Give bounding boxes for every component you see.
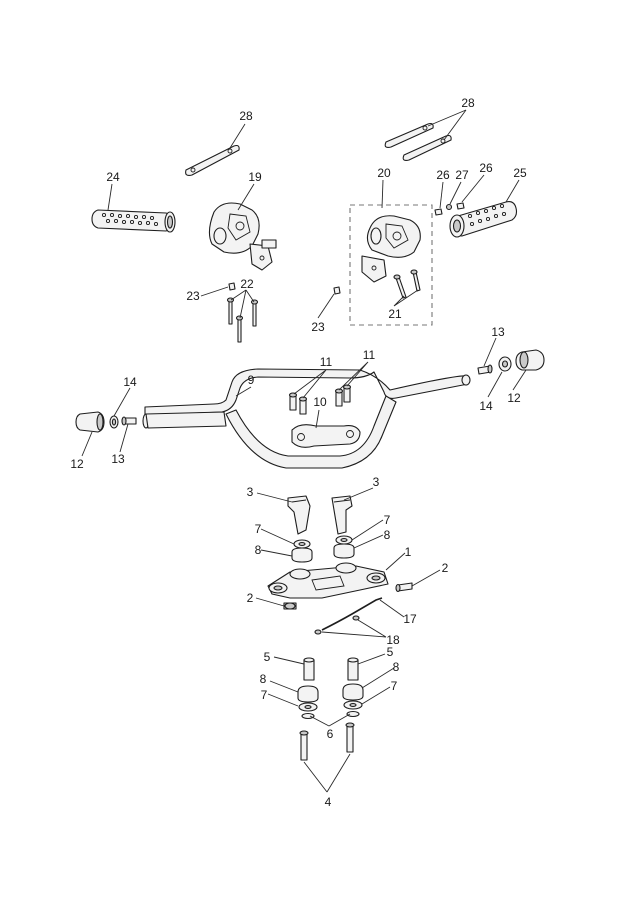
part-10-clamp-bracket (291, 424, 361, 448)
part-28-straps-right (384, 122, 452, 161)
callout-2: 2 (247, 591, 254, 605)
callout-13: 13 (111, 452, 125, 466)
part-13-bolt-right (477, 364, 493, 375)
part-12-bar-end-left (75, 411, 105, 433)
part-28-strap-left (185, 144, 240, 176)
callout-8: 8 (260, 672, 267, 686)
callout-28: 28 (239, 109, 253, 123)
part-20-right-switch-housing (361, 215, 421, 283)
part-12-bar-end-right (515, 349, 545, 371)
callout-22: 22 (240, 277, 254, 291)
callout-26: 26 (479, 161, 493, 175)
callout-7: 7 (261, 688, 268, 702)
part-25-right-grip (449, 201, 518, 238)
callout-12: 12 (70, 457, 84, 471)
part-3-risers (287, 495, 353, 535)
callout-24: 24 (106, 170, 120, 184)
callout-8: 8 (393, 660, 400, 674)
callout-18: 18 (386, 633, 400, 647)
callout-9: 9 (248, 373, 255, 387)
callout-14: 14 (123, 375, 137, 389)
callout-8: 8 (255, 543, 262, 557)
part-7-8-upper-rubbers (291, 535, 355, 563)
part-20-assembly-box (349, 204, 433, 326)
callout-3: 3 (247, 485, 254, 499)
part-19-left-switch-housing (208, 202, 277, 271)
part-17-wire (321, 597, 383, 631)
callout-1: 1 (405, 545, 412, 559)
callout-7: 7 (391, 679, 398, 693)
callout-7: 7 (384, 513, 391, 527)
part-14-spacer-right (498, 356, 512, 372)
callout-13: 13 (491, 325, 505, 339)
callout-11: 11 (320, 355, 333, 369)
part-14-spacer-left (109, 415, 119, 429)
callout-26: 26 (436, 168, 450, 182)
callout-23: 23 (186, 289, 200, 303)
part-21-screws (393, 269, 421, 299)
callout-5: 5 (264, 650, 271, 664)
callout-14: 14 (479, 399, 493, 413)
part-5-spacers (303, 657, 359, 681)
part-2-pinch-bolts (283, 582, 413, 610)
callout-7: 7 (255, 522, 262, 536)
callout-8: 8 (384, 528, 391, 542)
callout-12: 12 (507, 391, 521, 405)
callout-labels: 28 28 24 19 20 26 27 26 25 22 23 23 21 1… (70, 96, 527, 809)
part-9-handlebar (142, 368, 471, 469)
callout-27: 27 (455, 168, 469, 182)
callout-21: 21 (388, 307, 402, 321)
part-18-clips (314, 615, 360, 635)
callout-17: 17 (403, 612, 417, 626)
part-1-top-yoke (267, 562, 389, 599)
part-8-7-6-lower-rubbers (297, 683, 364, 720)
part-13-bolt-left (121, 416, 137, 426)
callout-10: 10 (313, 395, 327, 409)
callout-25: 25 (513, 166, 527, 180)
callout-5: 5 (387, 645, 394, 659)
callout-19: 19 (248, 170, 262, 184)
part-11-bolts (288, 384, 352, 415)
callout-3: 3 (373, 475, 380, 489)
part-4-bolts (299, 722, 355, 761)
callout-11: 11 (363, 348, 376, 362)
callout-20: 20 (377, 166, 391, 180)
leader-lines (81, 109, 527, 793)
callout-6: 6 (327, 727, 334, 741)
part-22-screws (226, 297, 259, 343)
part-26-27-small-screws (434, 202, 465, 216)
part-24-left-grip (91, 209, 176, 233)
callout-23: 23 (311, 320, 325, 334)
part-23-small-screws (228, 282, 341, 295)
callout-4: 4 (325, 795, 332, 809)
callout-28: 28 (461, 96, 475, 110)
callout-2: 2 (442, 561, 449, 575)
